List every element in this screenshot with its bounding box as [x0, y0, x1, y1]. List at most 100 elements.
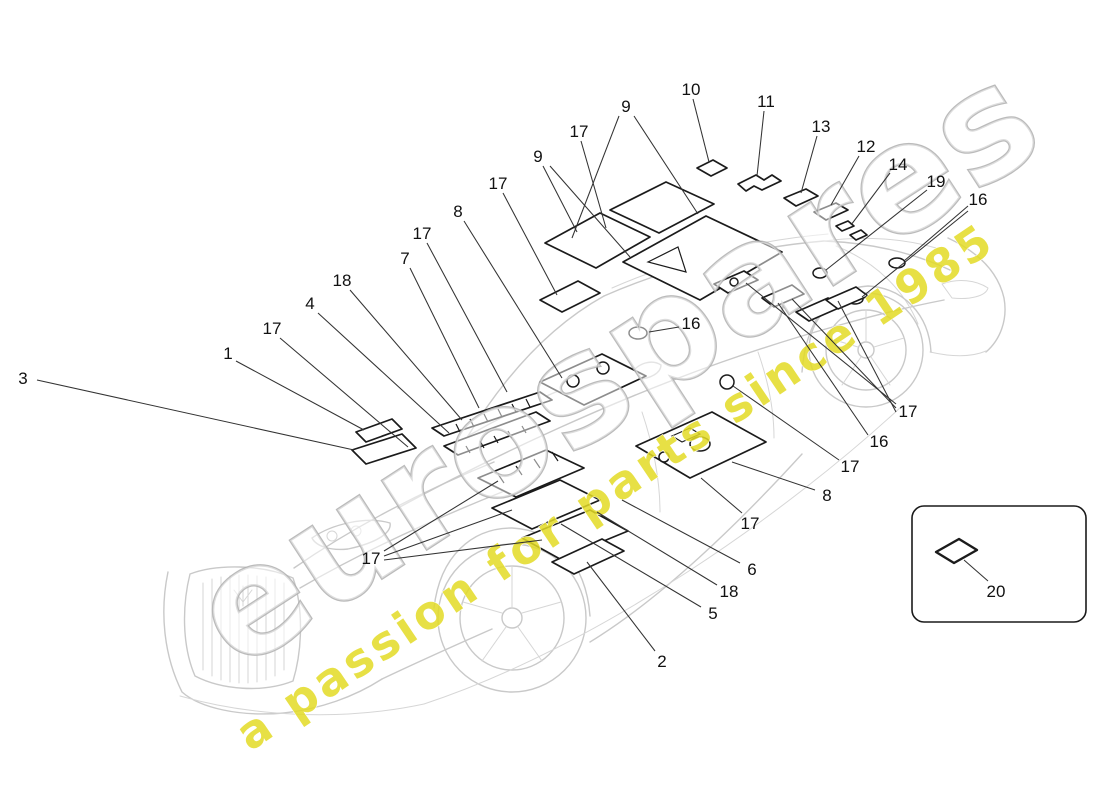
tunnel-hole	[566, 374, 580, 388]
leader-line-17	[426, 242, 508, 393]
rear-wheel-spokes	[827, 309, 905, 386]
part-number-7[interactable]: 7	[400, 249, 409, 268]
leader-line-17	[791, 298, 897, 409]
part-number-11[interactable]: 11	[757, 92, 775, 111]
door-seam-front	[641, 411, 661, 513]
hood-crease	[299, 491, 503, 589]
front-wheel-spokes	[462, 565, 562, 662]
leader-line-17	[383, 539, 543, 561]
headlight-lens	[326, 530, 338, 542]
leader-line-16	[777, 302, 869, 436]
part-number-17[interactable]: 17	[741, 514, 760, 533]
grille-slats	[202, 574, 285, 684]
rear-bumper-line	[929, 350, 987, 357]
hood-line	[293, 461, 495, 569]
leader-line-19	[825, 189, 928, 271]
part-number-16[interactable]: 16	[969, 190, 988, 209]
part-number-1[interactable]: 1	[223, 344, 232, 363]
leader-line-17	[383, 480, 499, 552]
panel-dash-strip-lower	[443, 411, 551, 456]
part-number-17[interactable]: 17	[263, 319, 282, 338]
panel-clip-14b	[849, 229, 868, 241]
panel-bracket-11	[737, 174, 782, 192]
part-number-20[interactable]: 20	[987, 582, 1006, 601]
leader-line-8	[463, 220, 563, 379]
leader-line-8	[731, 461, 816, 491]
part-number-9[interactable]: 9	[533, 147, 542, 166]
part-number-17[interactable]: 17	[570, 122, 589, 141]
part-number-17[interactable]: 17	[362, 549, 381, 568]
part-number-3[interactable]: 3	[18, 369, 27, 388]
leader-line-17	[502, 192, 558, 296]
leader-line-18	[596, 511, 718, 586]
panel-floor-front	[477, 449, 585, 498]
panel-roof-liner-fold	[646, 246, 687, 273]
leader-line-16	[903, 205, 969, 262]
rear-haunch	[835, 245, 919, 325]
side-mirror	[631, 361, 662, 380]
leader-line-16	[861, 210, 969, 298]
ground-line	[423, 405, 903, 705]
grommet-19	[812, 267, 828, 279]
part-number-18[interactable]: 18	[333, 271, 352, 290]
part-number-19[interactable]: 19	[927, 172, 946, 191]
leader-line-20	[963, 559, 989, 582]
taillight	[941, 280, 989, 299]
trunk-line	[823, 237, 937, 249]
dash-strip-upper-ribs	[455, 398, 531, 433]
panel-dash-strip-upper	[431, 391, 553, 437]
front-bumper-line	[163, 571, 383, 715]
inset-box	[911, 505, 1087, 623]
leader-line-6	[621, 499, 741, 564]
pillar-a-hole	[729, 277, 739, 287]
part-number-18[interactable]: 18	[720, 582, 739, 601]
leader-line-1	[235, 360, 365, 431]
panel-strip-13	[783, 188, 819, 207]
part-number-5[interactable]: 5	[708, 604, 717, 623]
part-number-16[interactable]: 16	[870, 432, 889, 451]
grommet-17-door	[719, 374, 735, 390]
car-line-art	[163, 233, 1006, 716]
tunnel-hole	[596, 361, 610, 375]
part-number-8[interactable]: 8	[453, 202, 462, 221]
callout-labels: 9101113121419161791781771841713161716178…	[18, 80, 1005, 671]
leader-line-17	[580, 140, 607, 229]
panel-cowl-pad	[539, 280, 601, 313]
headlight-outline	[311, 519, 391, 551]
inset-part-shape	[934, 537, 979, 565]
part-number-17[interactable]: 17	[841, 457, 860, 476]
panel-sill-2	[551, 538, 625, 575]
floor-mat-hole	[689, 436, 711, 452]
floor-front-ribs	[497, 451, 559, 484]
insulation-panels	[351, 159, 906, 575]
front-wheel-arch	[433, 527, 591, 617]
part-number-17[interactable]: 17	[489, 174, 508, 193]
leader-line-9	[571, 115, 620, 239]
part-number-13[interactable]: 13	[812, 117, 831, 136]
panel-pillar-d	[825, 286, 869, 310]
part-number-4[interactable]: 4	[305, 294, 314, 313]
leader-line-16	[648, 326, 680, 333]
door-seam-rear	[757, 351, 775, 439]
part-number-14[interactable]: 14	[889, 155, 908, 174]
part-number-17[interactable]: 17	[413, 224, 432, 243]
part-number-16[interactable]: 16	[682, 314, 701, 333]
part-number-17[interactable]: 17	[899, 402, 918, 421]
part-number-6[interactable]: 6	[747, 560, 756, 579]
leader-line-17	[745, 282, 897, 405]
panel-roof-small-10	[696, 159, 728, 177]
leader-line-17	[700, 477, 743, 514]
part-number-10[interactable]: 10	[682, 80, 701, 99]
part-number-12[interactable]: 12	[857, 137, 876, 156]
leader-line-17	[732, 385, 840, 461]
part-number-2[interactable]: 2	[657, 652, 666, 671]
c-pillar-rear-glass	[823, 240, 951, 271]
leader-line-2	[586, 561, 656, 652]
floor-mat-hole-small	[658, 451, 670, 463]
floor-mat-inner	[670, 427, 702, 443]
part-number-8[interactable]: 8	[822, 486, 831, 505]
part-number-9[interactable]: 9	[621, 97, 630, 116]
rocker-line	[589, 453, 803, 643]
